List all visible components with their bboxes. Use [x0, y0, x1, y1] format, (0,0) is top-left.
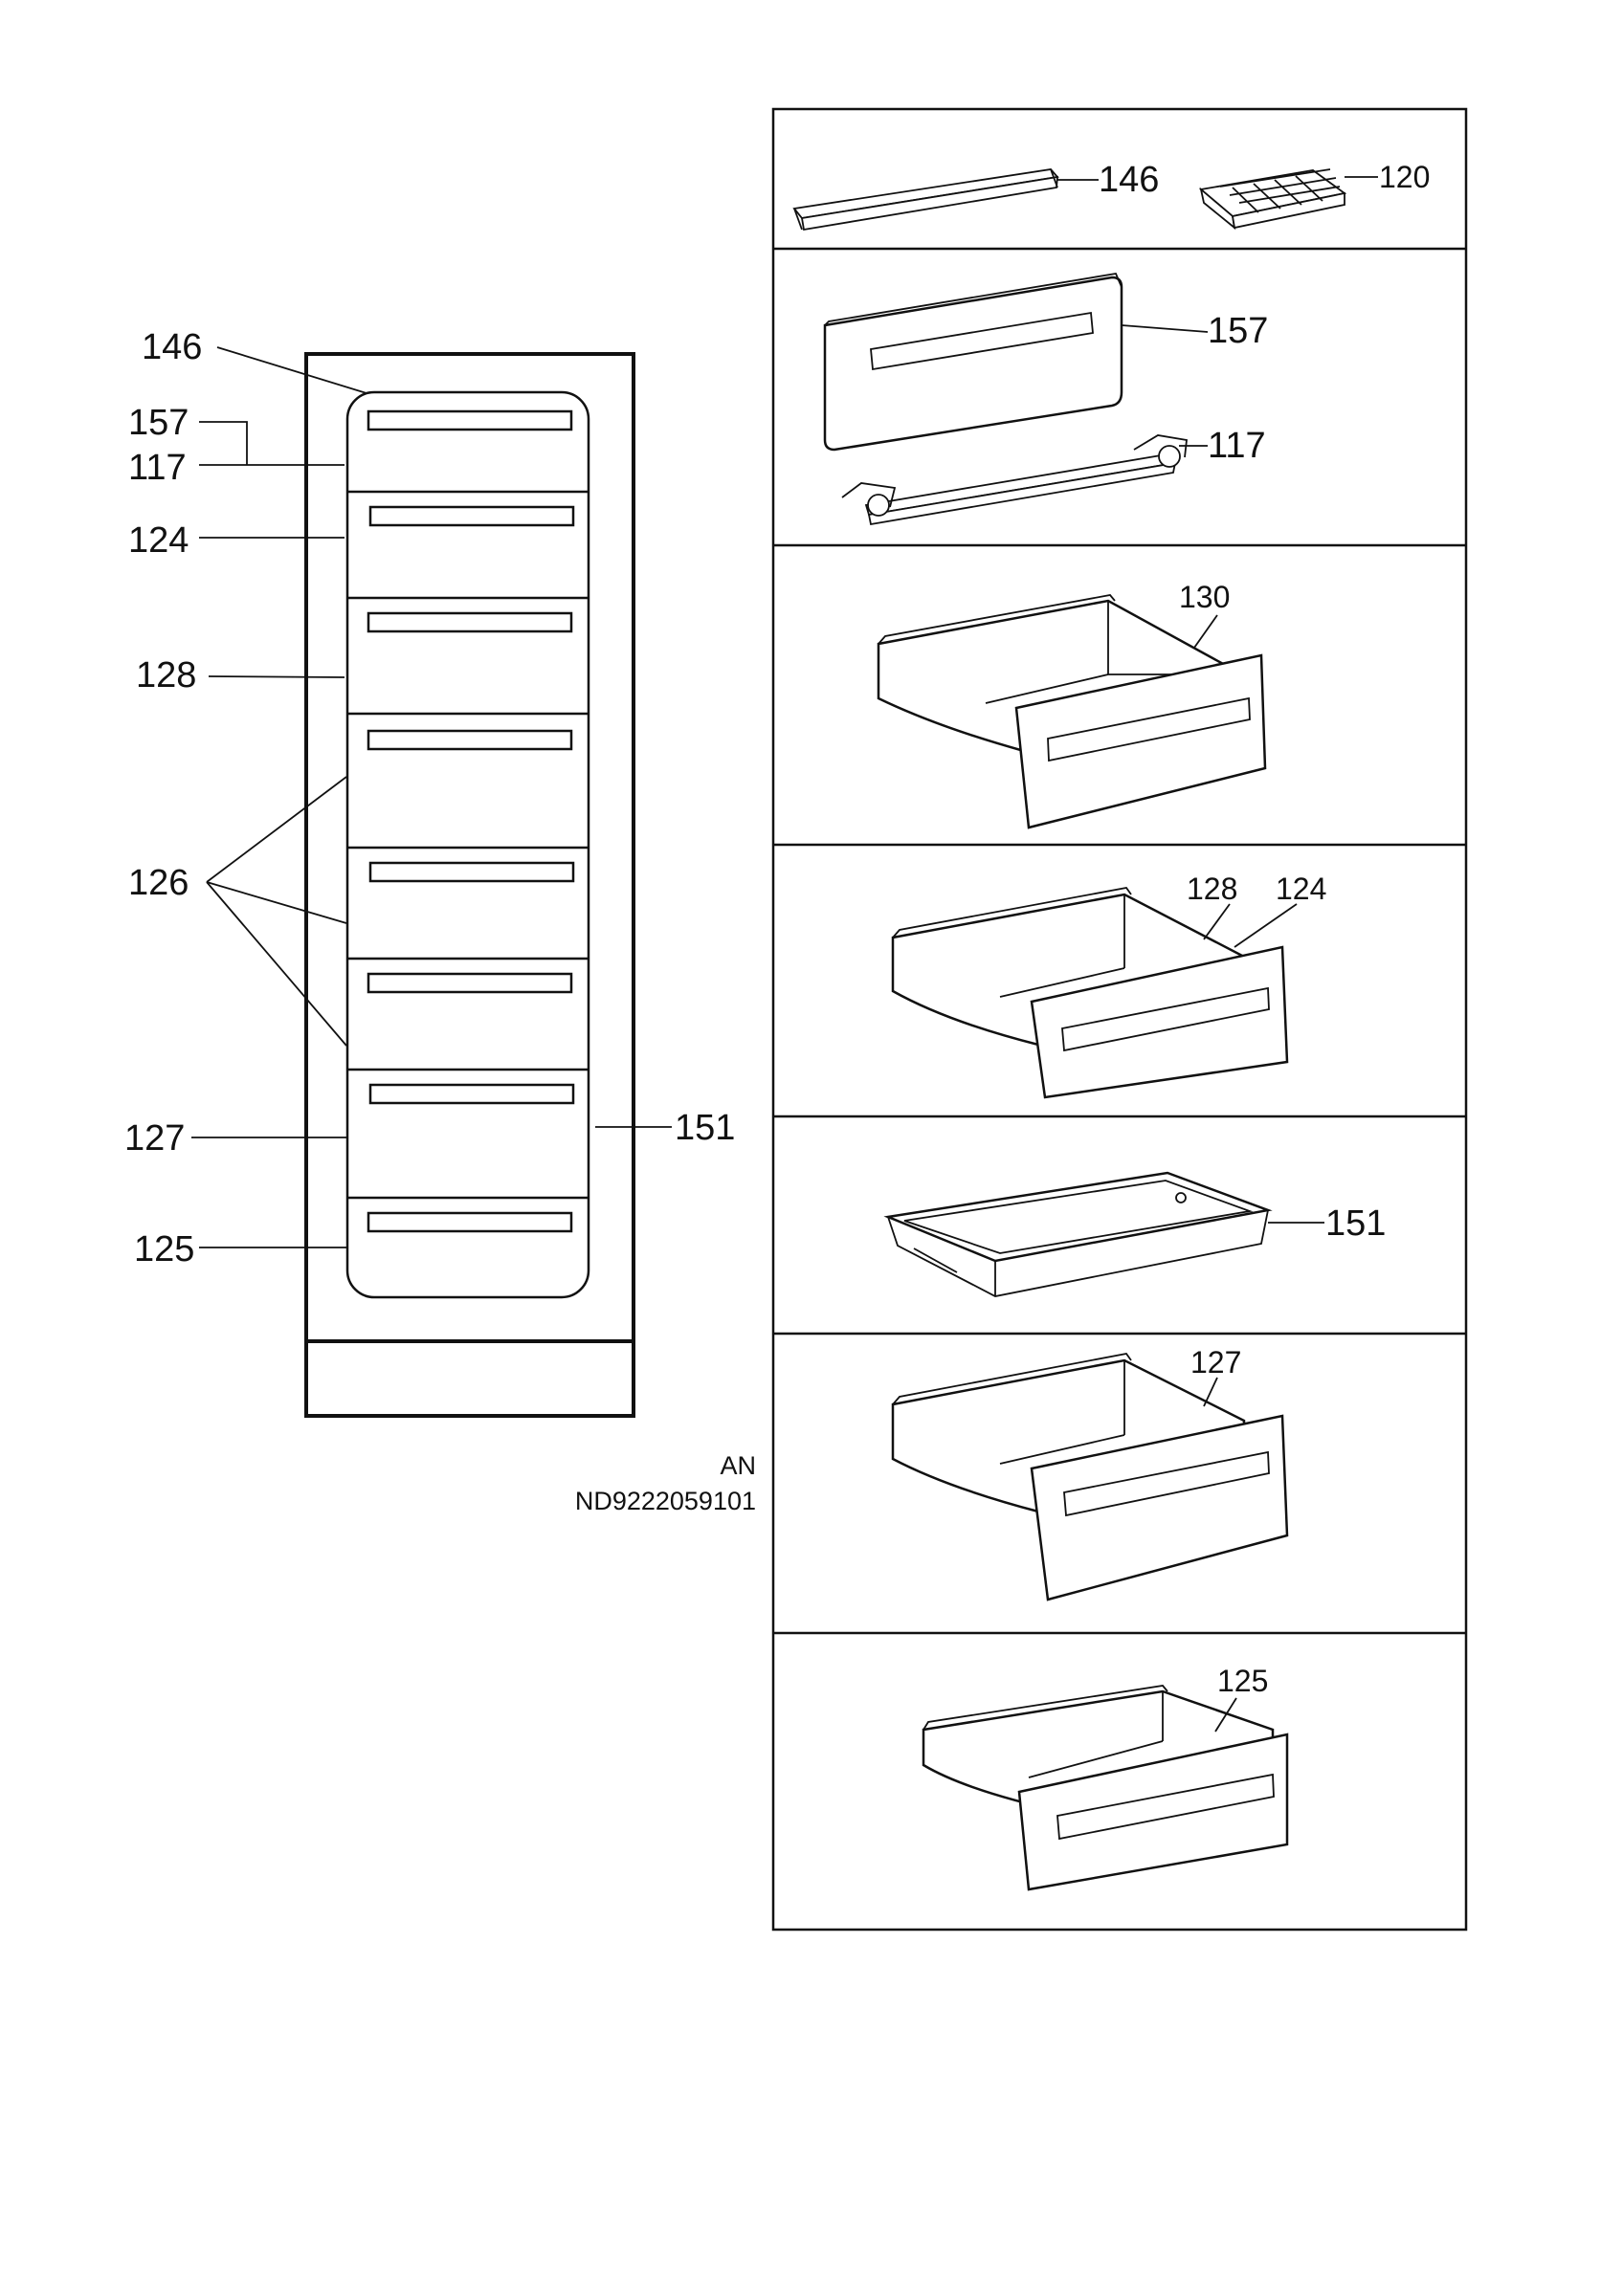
- callout-128-right: 128: [1187, 872, 1237, 906]
- callout-127-right: 127: [1190, 1345, 1241, 1380]
- callout-157-left: 157: [128, 403, 189, 443]
- left-callout-labels: 146 157 117 124 128 126 127 125 151: [124, 327, 735, 1269]
- part-drawer-130: [877, 594, 1267, 829]
- callout-146-right: 146: [1099, 160, 1159, 200]
- part-tray-151: [883, 1171, 1324, 1297]
- callout-124-left: 124: [128, 520, 189, 561]
- callout-146-left: 146: [142, 327, 202, 367]
- callout-127-left: 127: [124, 1118, 185, 1159]
- left-leader-lines: [191, 346, 672, 1248]
- callout-130-right: 130: [1179, 580, 1230, 614]
- callout-157-right: 157: [1208, 311, 1268, 351]
- part-drawer-front-157: [823, 272, 1209, 452]
- callout-124-right: 124: [1276, 872, 1326, 906]
- callout-125-right: 125: [1217, 1664, 1268, 1698]
- callout-117-right: 117: [1208, 426, 1266, 466]
- callout-151-left: 151: [675, 1108, 735, 1148]
- parts-panel: [771, 107, 1468, 1932]
- callout-125-left: 125: [134, 1229, 194, 1269]
- part-rail-146: [792, 168, 1099, 232]
- part-ice-tray-120: [1198, 168, 1378, 231]
- part-bar-117: [841, 434, 1208, 526]
- callout-126-left: 126: [128, 863, 189, 903]
- drawing-code-number: ND9222059101: [575, 1487, 756, 1515]
- callout-151-right: 151: [1325, 1203, 1386, 1244]
- part-drawer-127: [891, 1353, 1289, 1601]
- freezer-front-view: [304, 352, 635, 1418]
- part-drawer-128-124: [891, 887, 1298, 1099]
- drawing-code-an: AN: [720, 1451, 756, 1480]
- callout-117-left: 117: [128, 448, 187, 488]
- callout-128-left: 128: [136, 655, 196, 695]
- part-drawer-125: [922, 1685, 1289, 1891]
- drawing-code: AN ND9222059101: [575, 1451, 756, 1515]
- callout-120-right: 120: [1379, 160, 1430, 194]
